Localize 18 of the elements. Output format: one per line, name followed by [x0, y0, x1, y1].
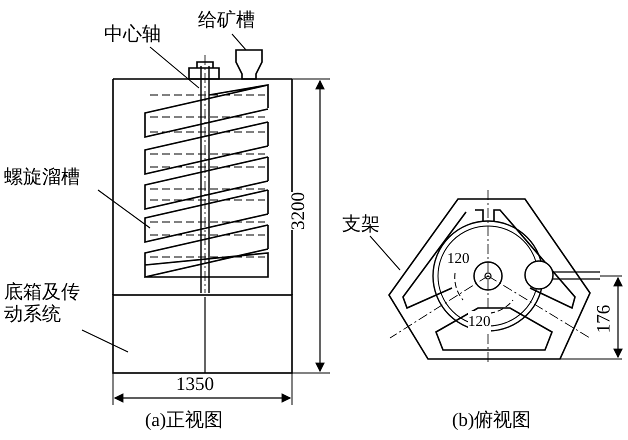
spiral-chute-drawing [144, 84, 269, 278]
base-box [112, 294, 293, 374]
figure-caption: (a)正视图 [145, 410, 224, 432]
part-label: 底箱及传动系统 [4, 282, 84, 326]
angle-label: 120 [447, 248, 470, 270]
leader-line [370, 236, 400, 270]
feed-trough-drawing [235, 49, 263, 80]
figure-caption: (b)俯视图 [452, 410, 532, 432]
angle-label: 120 [468, 311, 490, 333]
leader-line [98, 190, 150, 228]
part-label: 中心轴 [104, 24, 161, 46]
leader-line [232, 34, 246, 50]
shaft-drawing [188, 54, 220, 294]
part-label: 支架 [342, 214, 380, 236]
leader-line [150, 46, 200, 88]
leader-line [82, 330, 128, 352]
part-label: 给矿槽 [198, 10, 255, 32]
part-label: 螺旋溜槽 [4, 167, 80, 189]
